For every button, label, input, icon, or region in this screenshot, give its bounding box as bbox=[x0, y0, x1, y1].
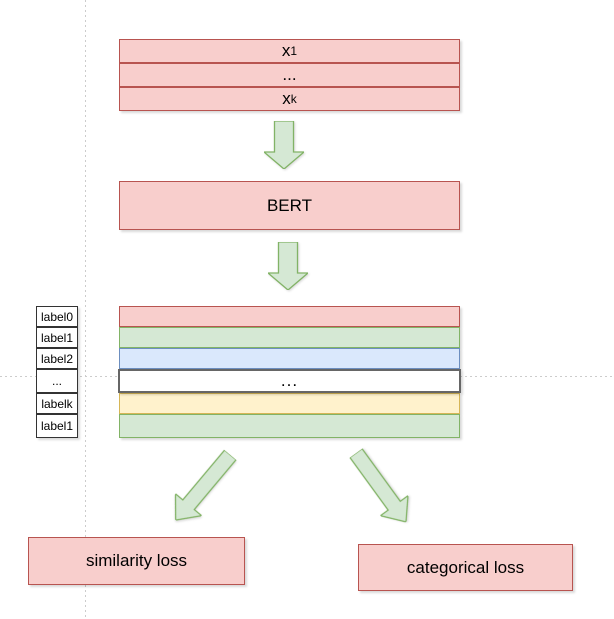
label-box-k: labelk bbox=[36, 393, 78, 414]
label-text: label1 bbox=[40, 419, 74, 433]
token-text: x bbox=[282, 89, 291, 108]
embedding-row-1 bbox=[119, 327, 460, 348]
label-box-1: label1 bbox=[36, 327, 78, 348]
categorical-loss-box: categorical loss bbox=[358, 544, 573, 591]
embedding-row-0 bbox=[119, 306, 460, 327]
similarity-loss-box: similarity loss bbox=[28, 537, 245, 585]
embedding-row-4 bbox=[119, 393, 460, 414]
arrow-down-left-icon bbox=[174, 449, 237, 521]
arrow-down-right-icon bbox=[349, 447, 409, 523]
label-text: label1 bbox=[40, 330, 74, 345]
token-text: x bbox=[281, 41, 291, 60]
label-text: ... bbox=[51, 374, 62, 388]
label-box-0: label0 bbox=[36, 306, 78, 327]
embedding-row-5 bbox=[119, 414, 460, 438]
similarity-loss-label: similarity loss bbox=[85, 551, 188, 570]
ellipsis-text: ... bbox=[280, 371, 299, 390]
label-text: labelk bbox=[41, 396, 73, 411]
embedding-row-2 bbox=[119, 348, 460, 369]
label-box-last: label1 bbox=[36, 414, 78, 438]
bert-label: BERT bbox=[266, 195, 313, 215]
token-text: ... bbox=[282, 65, 297, 84]
label-box-2: label2 bbox=[36, 348, 78, 369]
label-text: label2 bbox=[40, 351, 74, 366]
label-text: label0 bbox=[40, 309, 74, 324]
down-arrow-icon bbox=[264, 121, 304, 169]
input-row-ellipsis: ... bbox=[119, 63, 460, 87]
embedding-row-ellipsis: ... bbox=[118, 369, 461, 393]
categorical-loss-label: categorical loss bbox=[406, 557, 525, 577]
vertical-page-guide bbox=[85, 0, 86, 619]
bert-box: BERT bbox=[119, 181, 460, 230]
down-arrow-icon bbox=[268, 242, 308, 290]
label-box-ellipsis: ... bbox=[36, 369, 78, 393]
